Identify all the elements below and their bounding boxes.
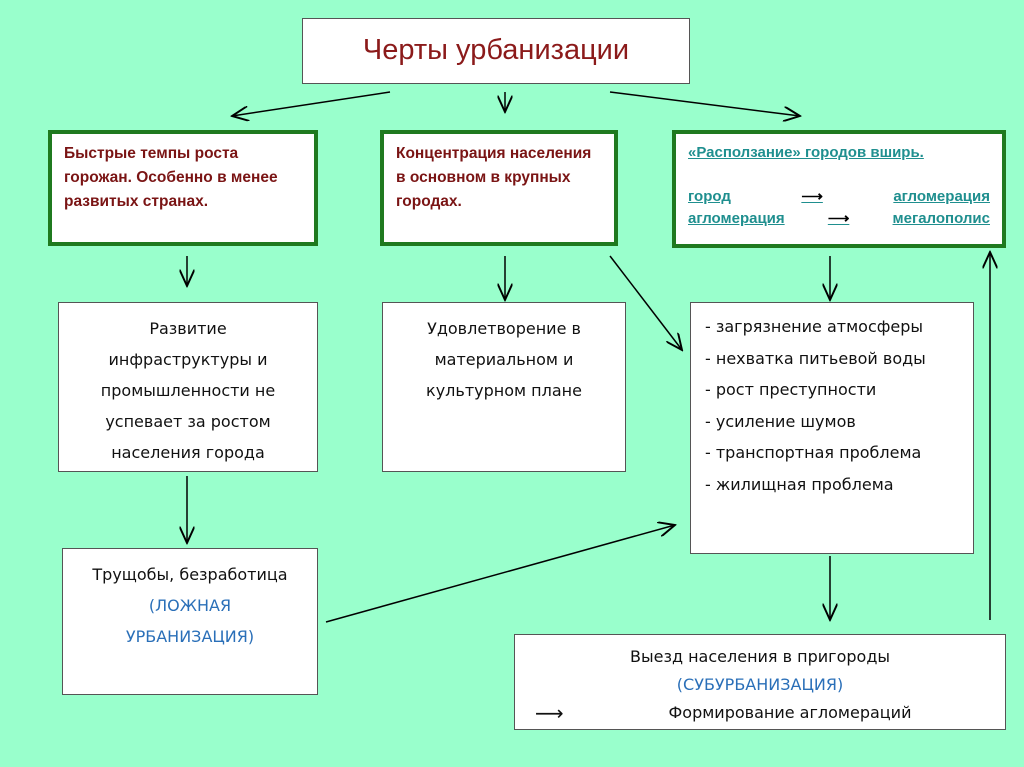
list-item: - транспортная проблема [705, 443, 922, 462]
arrow-icon: ⟶ [827, 210, 850, 227]
feature-concentration: Концентрация населения в основном в круп… [380, 130, 618, 246]
page-title: Черты урбанизации [362, 34, 630, 66]
satisfaction-box: Удовлетворение в материальном и культурн… [382, 302, 626, 472]
arrow [609, 91, 800, 116]
slums-box: Трущобы, безработица (ЛОЖНАЯ УРБАНИЗАЦИЯ… [62, 548, 318, 695]
arrow [609, 255, 682, 350]
infrastructure-box: Развитие инфраструктуры и промышленности… [58, 302, 318, 472]
suburb-box: Выезд населения в пригороды (СУБУРБАНИЗА… [514, 634, 1006, 730]
problems-box: - загрязнение атмосферы - нехватка питье… [690, 302, 974, 554]
list-item: - загрязнение атмосферы [705, 317, 924, 336]
arrow [232, 91, 391, 116]
list-item: - нехватка питьевой воды [705, 348, 926, 368]
feature-sprawl: «Расползание» городов вширь. город⟶аглом… [672, 130, 1006, 248]
list-item: - рост преступности [705, 380, 877, 399]
feature-growth: Быстрые темпы роста горожан. Особенно в … [48, 130, 318, 246]
sprawl-heading: «Расползание» городов вширь. [688, 144, 924, 161]
chain-row: агломерация⟶мегалополис [688, 208, 990, 230]
arrow-icon: ⟶ [535, 701, 564, 725]
arrow [325, 525, 675, 623]
arrow-icon: ⟶ [801, 188, 823, 205]
list-item: - жилищная проблема [705, 474, 894, 494]
title-box: Черты урбанизации [302, 18, 690, 84]
list-item: - усиление шумов [705, 411, 856, 431]
chain-row: город⟶агломерация [688, 186, 990, 208]
